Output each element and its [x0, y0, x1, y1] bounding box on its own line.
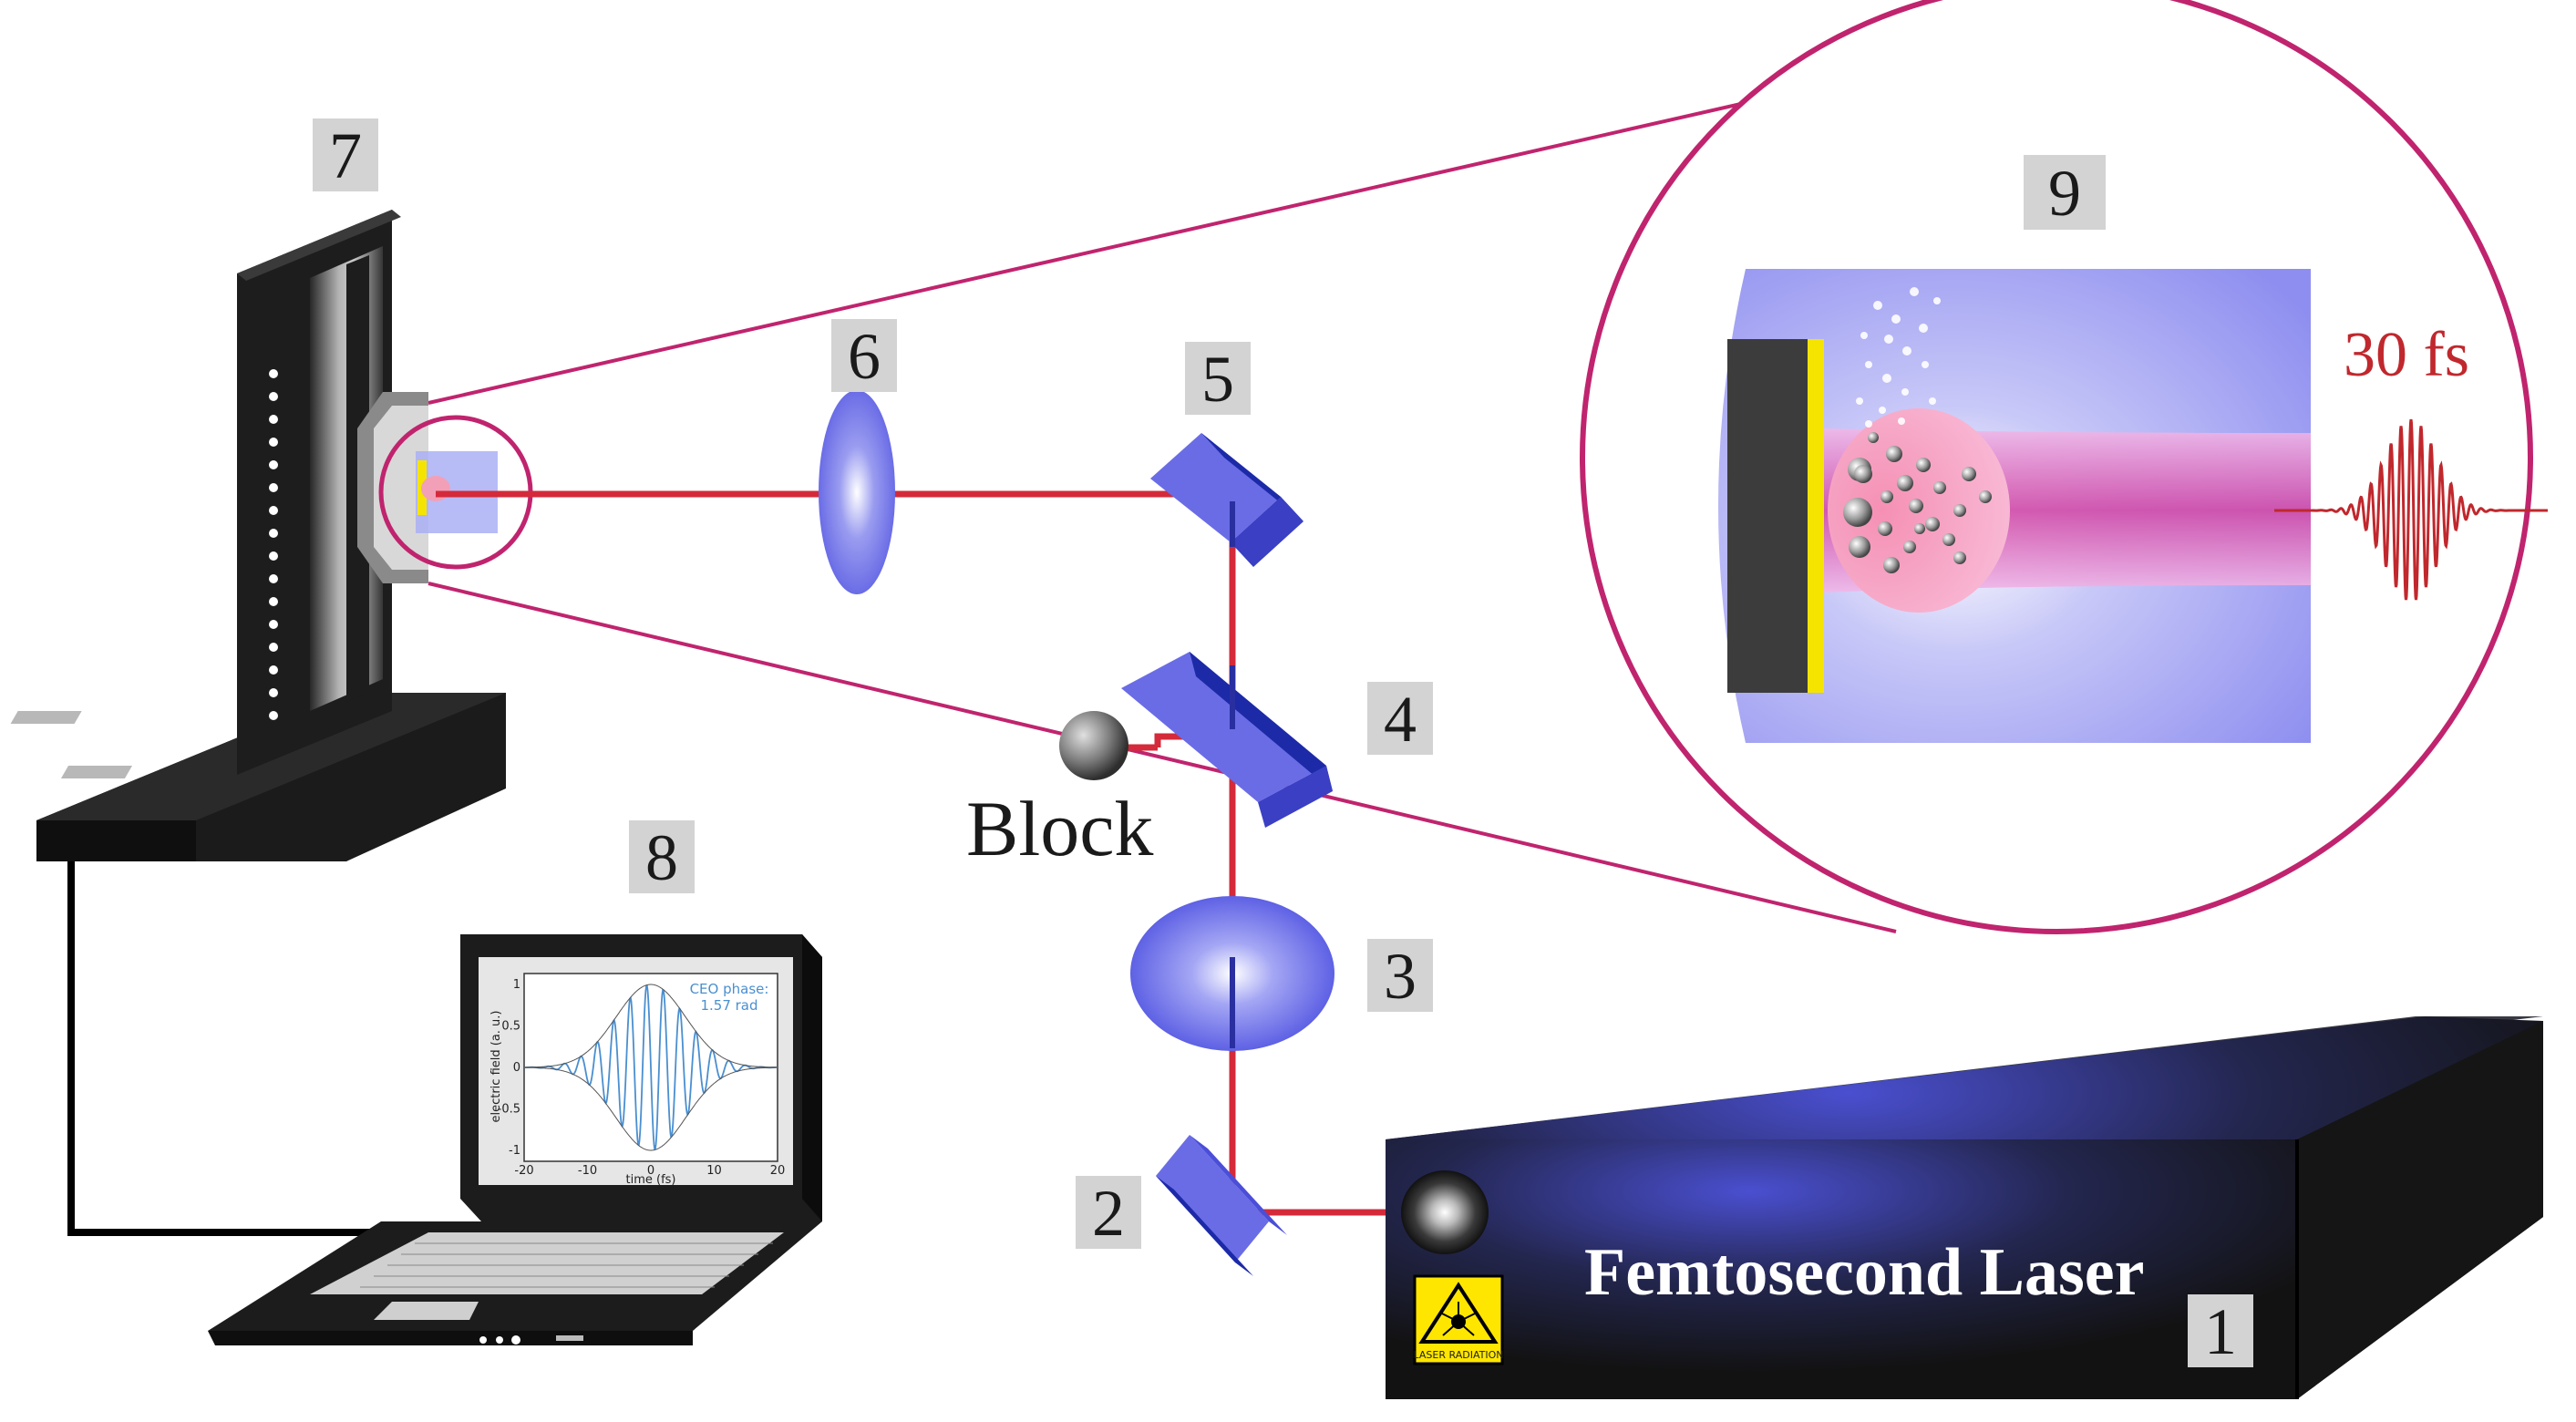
svg-text:4: 4: [1384, 683, 1417, 756]
pulse-duration-label: 30 fs: [2344, 320, 2469, 390]
mirror-5: [1150, 433, 1303, 567]
label-1: 1: [2188, 1294, 2253, 1368]
svg-text:8: 8: [645, 821, 678, 894]
electric-field-waveform: [524, 984, 778, 1150]
component-number-labels: 1 2 3 4 5 6 7 8 9: [313, 118, 2253, 1368]
sparks: [1856, 287, 1941, 428]
plot-xtick-label: -20: [514, 1164, 533, 1178]
plot-xticks: -20 -10 0 10 20: [514, 1164, 785, 1178]
plot-xtick-label: 10: [706, 1164, 722, 1178]
pulse-envelope: [524, 984, 778, 1151]
label-4: 4: [1367, 682, 1433, 756]
plot-ytick-label: 1: [513, 978, 520, 992]
label-2: 2: [1076, 1176, 1141, 1250]
label-3: 3: [1367, 939, 1433, 1013]
plot-ytick-label: -0.5: [498, 1103, 520, 1117]
warning-sign-text: LASER RADIATION: [1414, 1349, 1504, 1361]
magnifier-connector-lines: [428, 73, 1897, 933]
label-6: 6: [831, 319, 897, 393]
plot-xtick-label: 20: [770, 1164, 786, 1178]
svg-text:2: 2: [1092, 1177, 1125, 1250]
plot-ytick-label: -1: [509, 1144, 520, 1158]
laptop: CEO phase: 1.57 rad time (fs) electric f…: [67, 861, 822, 1345]
block-label: Block: [966, 785, 1153, 872]
screen-plot: CEO phase: 1.57 rad time (fs) electric f…: [489, 973, 785, 1187]
label-7: 7: [313, 118, 378, 192]
svg-text:5: 5: [1201, 343, 1234, 416]
plot-ytick-label: 0: [513, 1061, 520, 1075]
svg-text:6: 6: [848, 320, 881, 393]
label-9: 9: [2024, 155, 2106, 230]
svg-text:3: 3: [1384, 940, 1417, 1013]
femtosecond-pulse: [2274, 418, 2548, 601]
label-5: 5: [1185, 342, 1251, 416]
plot-ytick-label: 0.5: [501, 1020, 520, 1034]
plot-xtick-label: -10: [578, 1164, 597, 1178]
plot-ylabel: electric field (a. u.): [489, 1010, 503, 1122]
ceo-annotation-line1: CEO phase:: [690, 981, 769, 997]
spectrometer-indicator-dots: [269, 369, 278, 720]
svg-text:9: 9: [2048, 157, 2081, 230]
magnified-target-view: 30 fs: [1580, 0, 2548, 934]
plot-xlabel: time (fs): [626, 1173, 676, 1187]
beam-block: [1059, 711, 1128, 780]
ejected-particles: [1843, 432, 1992, 573]
laser-name: Femtosecond Laser: [1584, 1235, 2144, 1310]
laser-warning-sign: LASER RADIATION: [1413, 1274, 1504, 1365]
ceo-annotation-line2: 1.57 rad: [700, 997, 757, 1014]
label-8: 8: [629, 820, 695, 894]
svg-text:7: 7: [329, 119, 362, 192]
svg-text:1: 1: [2204, 1295, 2237, 1368]
plot-yticks: 1 0.5 0 -0.5 -1: [498, 978, 520, 1158]
mirror-4: [1121, 652, 1333, 828]
plot-xtick-label: 0: [647, 1164, 654, 1178]
femtosecond-laser: LASER RADIATION Femtosecond Laser: [1386, 1016, 2543, 1399]
mirror-2: [1156, 1135, 1287, 1276]
focusing-lens-6: [819, 390, 895, 594]
spectrometer: [10, 210, 506, 861]
